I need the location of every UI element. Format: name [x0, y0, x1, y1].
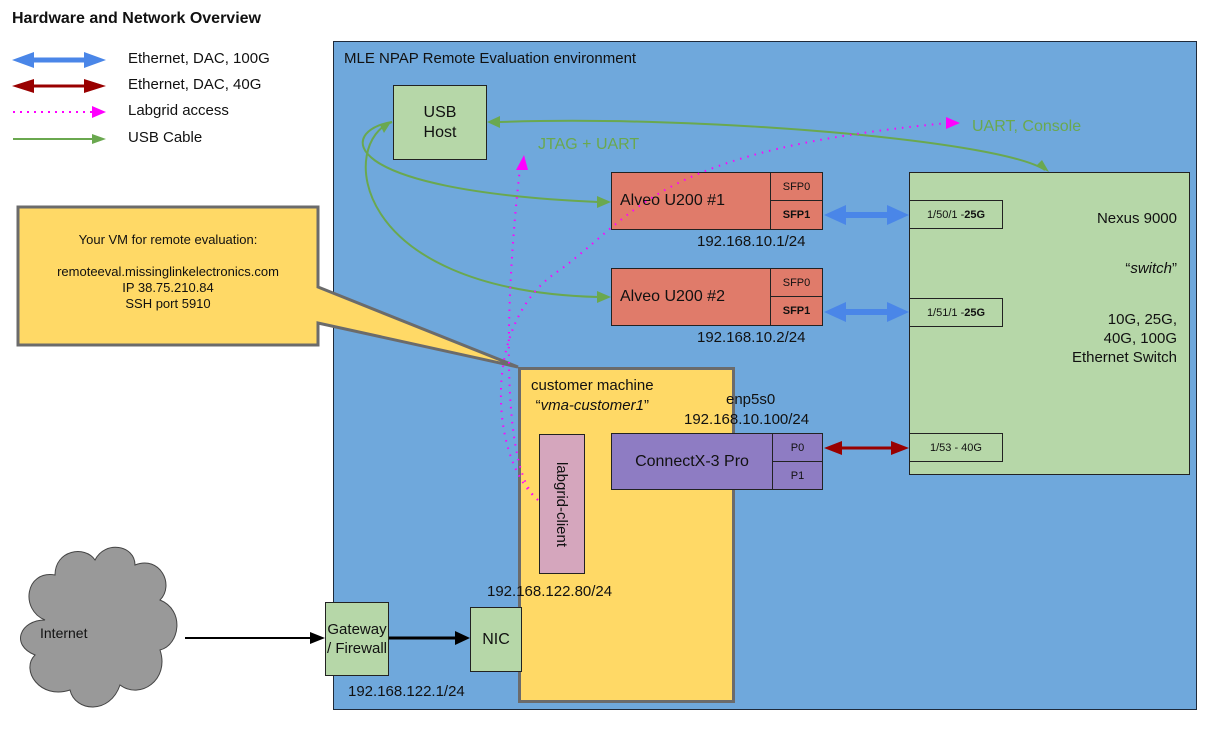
- alveo1-sfp0[interactable]: SFP0: [770, 172, 823, 201]
- legend-label: Labgrid access: [128, 102, 229, 119]
- gateway-to-nic-arrow: [389, 631, 470, 645]
- connectx-ip: 192.168.10.100/24: [684, 411, 810, 428]
- labgrid-client[interactable]: labgrid-client: [539, 434, 585, 574]
- vm-callout: [16, 205, 519, 369]
- page-title: Hardware and Network Overview: [12, 10, 261, 27]
- internet-cloud-icon: [20, 546, 178, 708]
- connectx-interface: enp5s0: [726, 391, 776, 408]
- legend-label: Ethernet, DAC, 40G: [128, 76, 262, 93]
- ethernet-100g-links: [824, 205, 909, 322]
- gateway-label-2: / Firewall: [326, 640, 387, 657]
- alveo2-sfp0[interactable]: SFP0: [770, 268, 823, 297]
- magenta-dotted-arrow-icon: [13, 106, 106, 118]
- switch-name: Nexus 9000: [1096, 210, 1177, 227]
- customer-machine-title: customer machine “vma-customer1”: [531, 377, 654, 414]
- callout-heading: Your VM for remote evaluation:: [78, 232, 258, 247]
- darkred-double-arrow-icon: [12, 79, 106, 93]
- callout-hostname[interactable]: remoteeval.missinglinkelectronics.com: [57, 264, 279, 279]
- alveo2-ip: 192.168.10.2/24: [697, 329, 806, 346]
- usb-host-label-1: USB: [423, 103, 457, 121]
- connectx-3-pro[interactable]: ConnectX-3 Pro: [611, 433, 773, 490]
- callout-ssh-port: SSH port 5910: [125, 296, 211, 311]
- usb-host-label-2: Host: [423, 123, 457, 141]
- usb-host[interactable]: USB Host: [393, 85, 487, 160]
- switch-port-1-51-1[interactable]: 1/51/1 - 25G: [909, 298, 1003, 327]
- alveo2-sfp1[interactable]: SFP1: [770, 296, 823, 326]
- internet-to-gateway-arrow: [185, 632, 325, 644]
- switch-port-1-50-1[interactable]: 1/50/1 - 25G: [909, 200, 1003, 229]
- nic[interactable]: NIC: [470, 607, 522, 672]
- internet-label: Internet: [40, 625, 88, 641]
- switch-port-1-53[interactable]: 1/53 - 40G: [909, 433, 1003, 462]
- legend-label: USB Cable: [128, 129, 203, 146]
- environment-title: MLE NPAP Remote Evaluation environment: [344, 50, 637, 67]
- switch-alias: “switch”: [1125, 260, 1177, 277]
- alveo-u200-2[interactable]: Alveo U200 #2: [611, 268, 771, 326]
- gateway-ip: 192.168.122.1/24: [348, 683, 465, 700]
- customer-ip: 192.168.122.80/24: [487, 583, 613, 600]
- green-arrow-icon: [13, 134, 106, 144]
- uart-console-label: UART, Console: [972, 118, 1082, 135]
- connectx-p1[interactable]: P1: [772, 461, 823, 490]
- legend-label: Ethernet, DAC, 100G: [128, 50, 270, 67]
- alveo1-sfp1[interactable]: SFP1: [770, 200, 823, 230]
- blue-double-arrow-icon: [12, 52, 106, 68]
- alveo-u200-1[interactable]: Alveo U200 #1: [611, 172, 771, 230]
- alveo1-ip: 192.168.10.1/24: [697, 233, 806, 250]
- labgrid-links: [500, 122, 949, 501]
- customer-machine[interactable]: customer machine “vma-customer1”: [518, 367, 735, 703]
- callout-ip: IP 38.75.210.84: [122, 280, 214, 295]
- ethernet-40g-link: [824, 441, 909, 455]
- gateway-firewall[interactable]: Gateway / Firewall: [325, 602, 389, 676]
- jtag-uart-label: JTAG + UART: [538, 136, 640, 153]
- gateway-label-1: Gateway: [327, 621, 387, 638]
- vm-callout-text: Your VM for remote evaluation: remoteeva…: [18, 232, 318, 312]
- usb-cables: [361, 119, 1046, 298]
